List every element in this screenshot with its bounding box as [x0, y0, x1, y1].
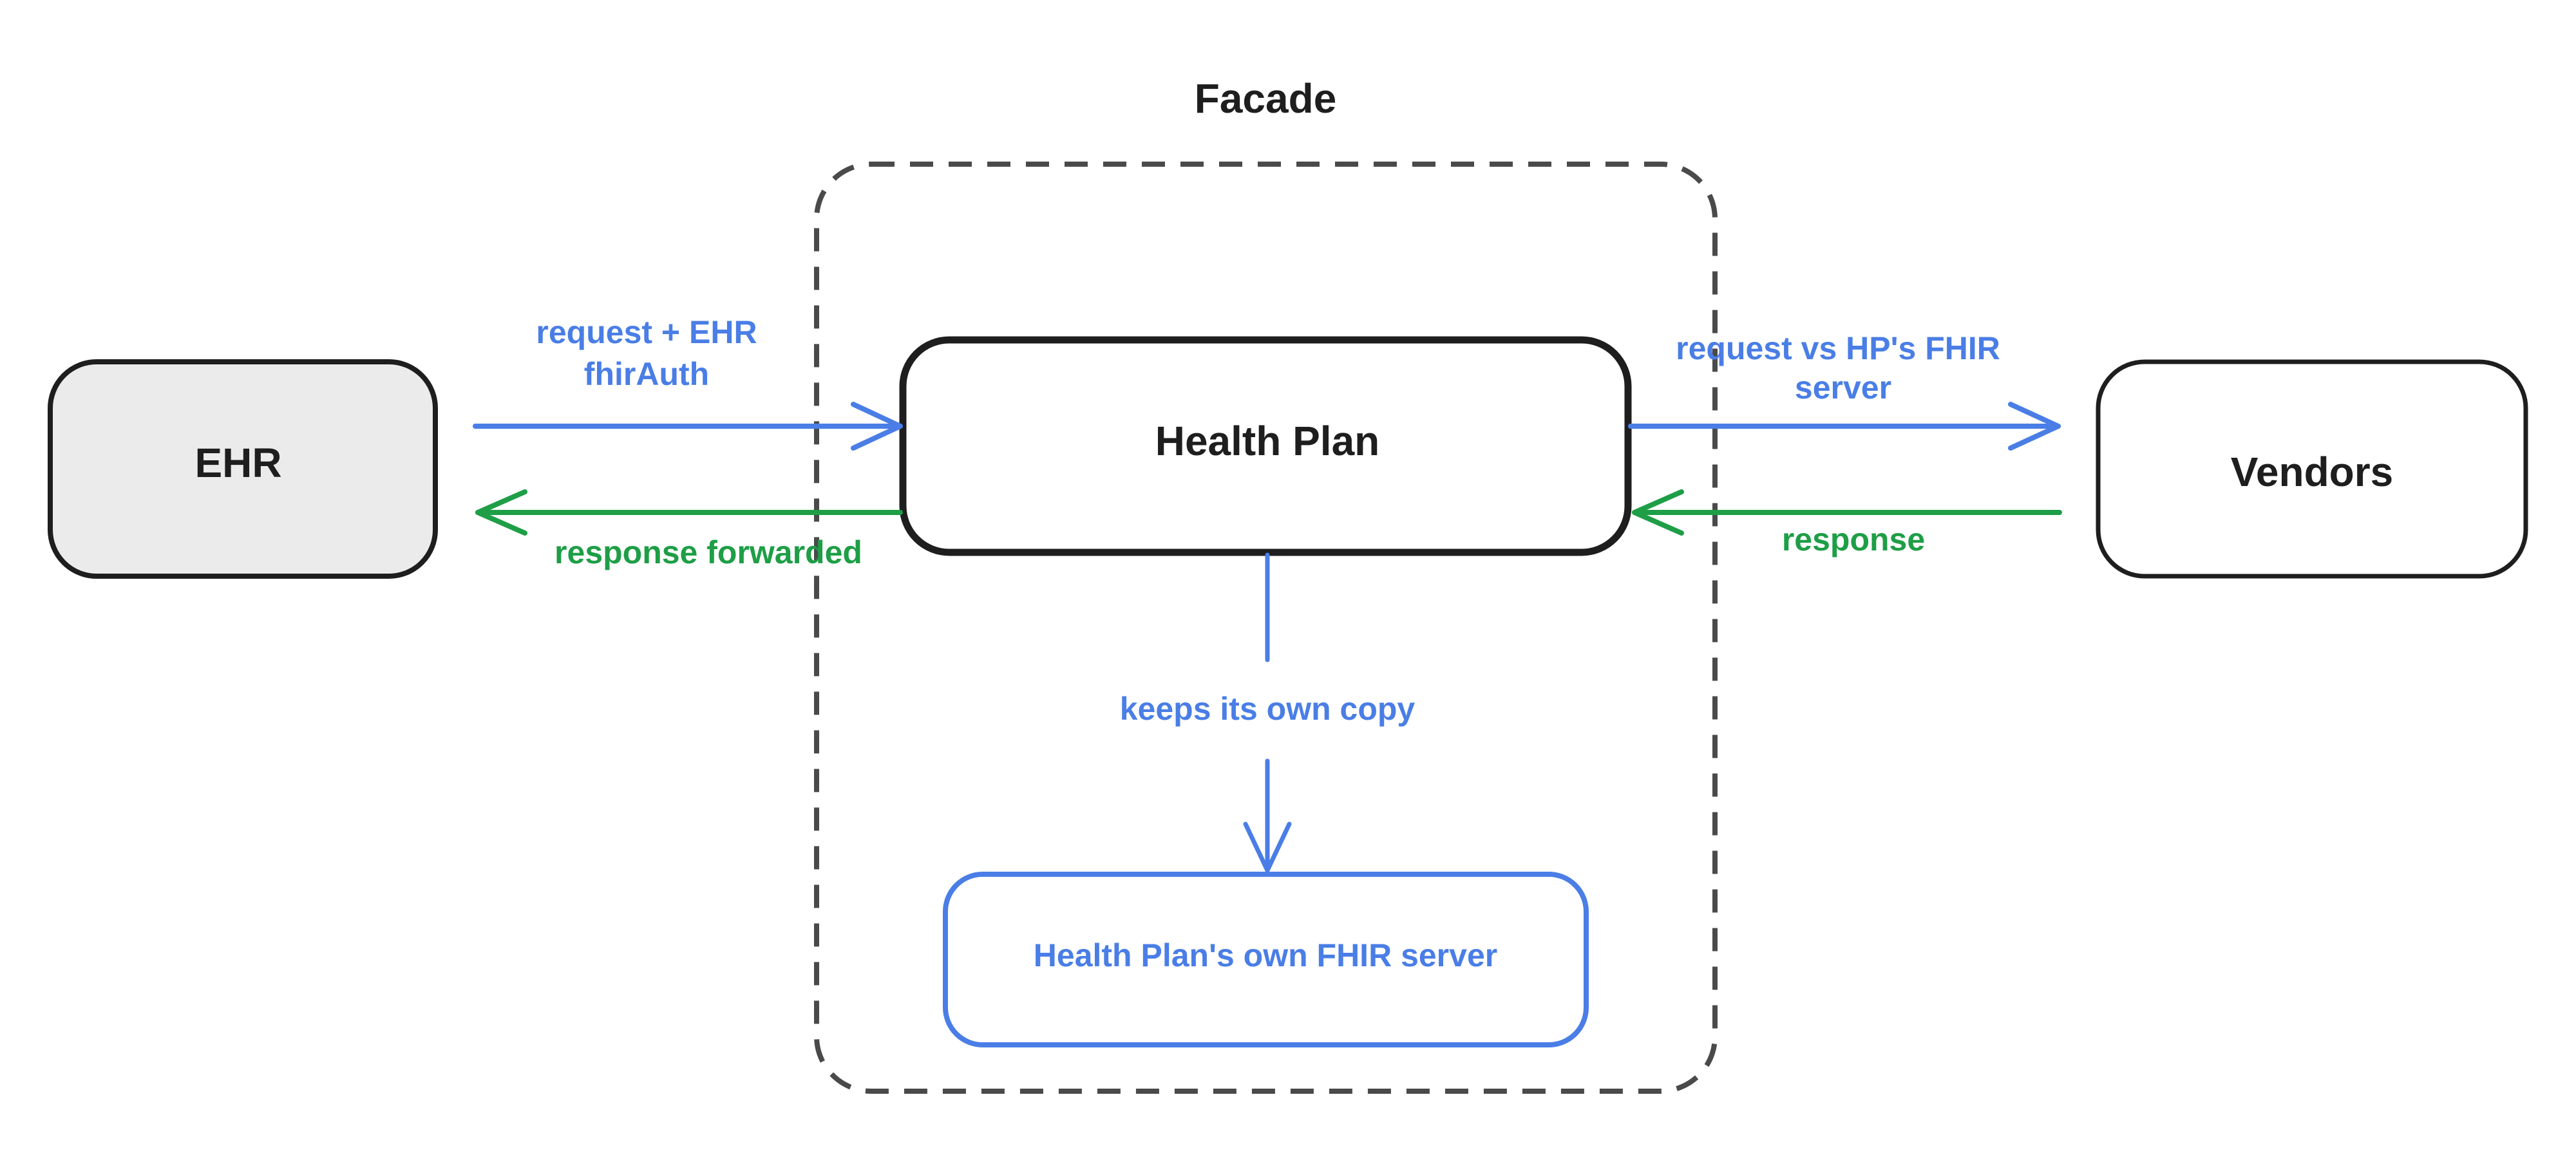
edge-health-plan-to-vendors-label-line2: server [1795, 370, 1891, 406]
edge-ehr-to-health-plan-label-line2: fhirAuth [584, 356, 709, 392]
arrow-right-icon [2008, 402, 2061, 451]
edge-health-plan-to-hp-fhir-server-label: keeps its own copy [1120, 691, 1416, 727]
ehr-label: EHR [194, 440, 281, 486]
edge-vendors-to-health-plan[interactable]: response [1632, 489, 2062, 558]
health-plan-node[interactable]: Health Plan [899, 336, 1632, 556]
edge-ehr-to-health-plan-label-line1: request + EHR [536, 314, 757, 350]
health-plan-box [899, 336, 1632, 556]
edge-health-plan-to-vendors-label-line1: request vs HP's FHIR [1676, 330, 2000, 366]
health-plan-label: Health Plan [1155, 418, 1380, 464]
vendors-node[interactable]: Vendors [2096, 359, 2528, 579]
arrow-right-icon [851, 402, 903, 451]
hp-fhir-server-node[interactable]: Health Plan's own FHIR server [943, 872, 1589, 1047]
vendors-label: Vendors [2231, 449, 2394, 495]
edge-vendors-to-health-plan-label: response [1782, 521, 1925, 558]
ehr-node[interactable]: EHR [48, 359, 438, 579]
arrow-left-icon [475, 489, 527, 536]
edge-health-plan-to-ehr[interactable]: response forwarded [475, 489, 903, 570]
arrow-left-icon [1632, 489, 1684, 536]
hp-fhir-server-label: Health Plan's own FHIR server [1034, 937, 1497, 973]
edge-health-plan-to-vendors[interactable]: request vs HP's FHIR server [1628, 330, 2061, 451]
hp-fhir-server-box [943, 872, 1589, 1047]
edge-health-plan-to-ehr-label: response forwarded [554, 534, 862, 570]
facade-frame-title: Facade [1195, 75, 1337, 122]
facade-frame[interactable]: Facade [814, 75, 1718, 1094]
vendors-box [2096, 359, 2528, 579]
arrow-down-icon [1243, 821, 1292, 873]
facade-frame-border [814, 162, 1718, 1094]
edge-health-plan-to-hp-fhir-server[interactable]: keeps its own copy [1120, 552, 1416, 873]
edge-ehr-to-health-plan[interactable]: request + EHR fhirAuth [473, 314, 903, 451]
ehr-box [48, 359, 438, 579]
